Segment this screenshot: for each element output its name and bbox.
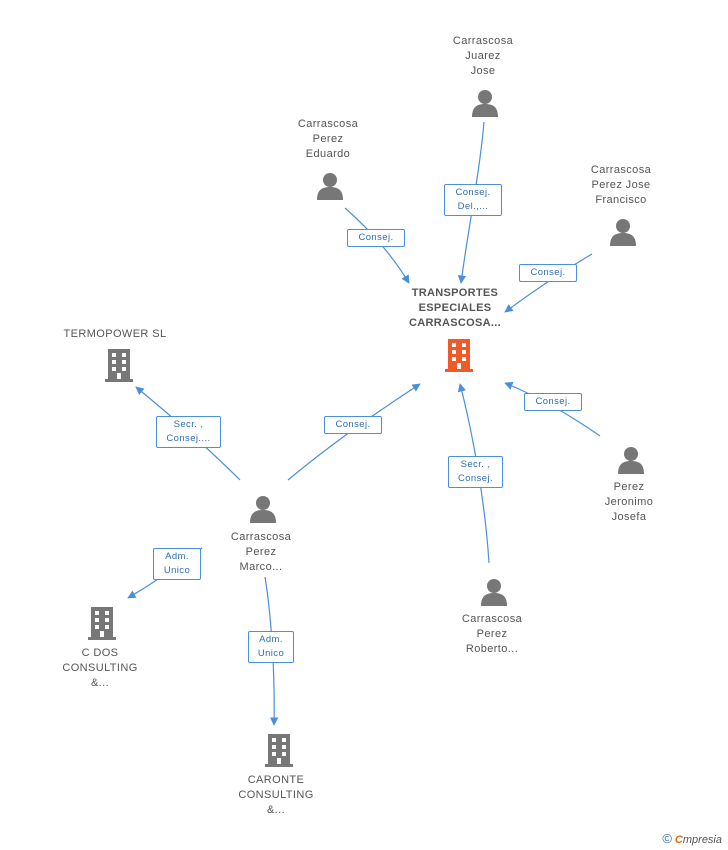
relation-label-eduardo-main[interactable]: Consej. <box>347 229 405 247</box>
relation-label-marco-termopower[interactable]: Secr. , Consej.... <box>156 416 221 448</box>
person-josefa-label: Perez Jeronimo Josefa <box>604 481 654 523</box>
person-icon <box>610 219 636 246</box>
building-icon <box>105 349 133 382</box>
relation-label-juarez-main[interactable]: Consej. Del.,... <box>444 184 502 216</box>
edge-francisco-main <box>504 253 593 313</box>
company-cdos-label: C DOS CONSULTING &... <box>62 647 138 689</box>
person-icon <box>317 173 343 200</box>
person-icon <box>472 90 498 117</box>
person-eduardo-label: Carrascosa Perez Eduardo <box>297 118 359 160</box>
person-francisco-label: Carrascosa Perez Jose Francisco <box>590 164 652 206</box>
main-company-label: TRANSPORTES ESPECIALES CARRASCOSA... <box>409 287 501 329</box>
building-icon-highlight <box>445 339 473 372</box>
company-caronte-label: CARONTE CONSULTING &... <box>238 774 314 816</box>
person-icon <box>481 579 507 606</box>
relation-label-josefa-main[interactable]: Consej. <box>524 393 582 411</box>
relation-label-roberto-main[interactable]: Secr. , Consej. <box>448 456 503 488</box>
relation-label-marco-cdos[interactable]: Adm. Unico <box>153 548 201 580</box>
relation-label-francisco-main[interactable]: Consej. <box>519 264 577 282</box>
person-juarez-label: Carrascosa Juarez Jose <box>452 35 514 77</box>
person-roberto-label: Carrascosa Perez Roberto... <box>461 613 523 655</box>
footer-brand[interactable]: ©Cmpresia <box>662 831 722 846</box>
person-marco-label: Carrascosa Perez Marco... <box>230 531 292 573</box>
brand-name: mpresia <box>682 834 722 846</box>
company-termopower-label: TERMOPOWER SL <box>63 328 167 340</box>
person-icon <box>250 496 276 523</box>
building-icon <box>265 734 293 767</box>
relation-label-marco-main[interactable]: Consej. <box>324 416 382 434</box>
relation-label-marco-caronte[interactable]: Adm. Unico <box>248 631 294 663</box>
person-icon <box>618 447 644 474</box>
building-icon <box>88 607 116 640</box>
brand-initial: C <box>674 834 683 846</box>
copyright-icon: © <box>662 831 672 846</box>
